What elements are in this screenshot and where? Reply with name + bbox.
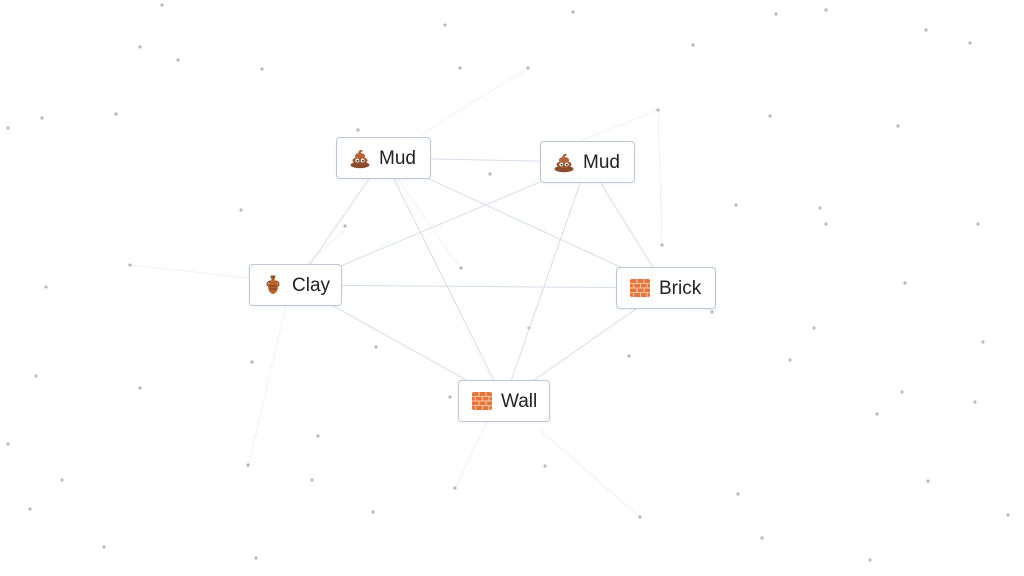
- background-dot: [926, 479, 930, 483]
- background-dot: [28, 507, 32, 511]
- background-dot: [973, 400, 977, 404]
- element-clay[interactable]: Clay: [249, 264, 342, 306]
- background-line: [564, 109, 659, 148]
- background-line: [299, 229, 346, 271]
- background-dot: [60, 478, 64, 482]
- element-wall[interactable]: Wall: [458, 380, 550, 422]
- connection-line: [295, 284, 667, 289]
- background-dot: [40, 116, 44, 120]
- background-dot: [6, 442, 10, 446]
- background-dot: [571, 10, 575, 14]
- background-dot: [371, 510, 375, 514]
- brick-icon: [471, 390, 493, 412]
- background-line: [394, 174, 461, 269]
- background-dot: [824, 222, 828, 226]
- element-brick[interactable]: Brick: [616, 267, 716, 309]
- background-dot: [1006, 513, 1010, 517]
- background-dot: [254, 556, 258, 560]
- background-dot: [543, 464, 547, 468]
- background-dot: [734, 203, 738, 207]
- background-line: [539, 429, 641, 518]
- background-dot: [660, 243, 664, 247]
- background-dot: [818, 206, 822, 210]
- background-dot: [968, 41, 972, 45]
- background-dot: [448, 395, 452, 399]
- background-dot: [736, 492, 740, 496]
- background-dot: [102, 545, 106, 549]
- background-dot: [138, 45, 142, 49]
- background-dot: [138, 386, 142, 390]
- poop-icon: [553, 151, 575, 173]
- background-dot: [310, 478, 314, 482]
- background-line: [419, 67, 529, 136]
- background-dot: [824, 8, 828, 12]
- background-dot: [459, 266, 463, 270]
- background-dot: [114, 112, 118, 116]
- background-dot: [903, 281, 907, 285]
- background-dot: [488, 172, 492, 176]
- background-dot: [458, 66, 462, 70]
- background-line: [657, 109, 663, 246]
- background-dot: [526, 66, 530, 70]
- background-dot: [656, 108, 660, 112]
- background-dot: [896, 124, 900, 128]
- background-dot: [760, 536, 764, 540]
- background-line: [129, 264, 251, 279]
- amphora-icon: [262, 274, 284, 296]
- background-dot: [976, 222, 980, 226]
- background-line: [454, 419, 489, 489]
- background-dot: [788, 358, 792, 362]
- element-label: Mud: [379, 147, 416, 169]
- poop-icon: [349, 147, 371, 169]
- element-label: Mud: [583, 151, 620, 173]
- element-label: Clay: [292, 274, 331, 296]
- background-dot: [453, 486, 457, 490]
- element-mud-1[interactable]: Mud: [336, 137, 431, 179]
- background-dot: [250, 360, 254, 364]
- background-dot: [176, 58, 180, 62]
- background-dot: [443, 23, 447, 27]
- connection-line: [295, 157, 384, 286]
- background-dot: [343, 224, 347, 228]
- background-dot: [356, 128, 360, 132]
- element-label: Wall: [501, 390, 538, 412]
- background-dot: [44, 285, 48, 289]
- background-dot: [627, 354, 631, 358]
- background-dot: [812, 326, 816, 330]
- background-dot: [710, 310, 714, 314]
- brick-icon: [629, 277, 651, 299]
- background-dot: [638, 515, 642, 519]
- background-dot: [246, 463, 250, 467]
- background-dot: [260, 67, 264, 71]
- background-dot: [924, 28, 928, 32]
- background-dot: [868, 558, 872, 562]
- background-dot: [691, 43, 695, 47]
- background-dot: [128, 263, 132, 267]
- connection-line: [383, 157, 667, 289]
- connection-line: [295, 161, 588, 286]
- background-line: [247, 304, 287, 469]
- background-dot: [374, 345, 378, 349]
- background-dot: [981, 340, 985, 344]
- background-dot: [239, 208, 243, 212]
- background-dot: [6, 126, 10, 130]
- background-dot: [875, 412, 879, 416]
- background-dot: [900, 390, 904, 394]
- background-dot: [160, 3, 164, 7]
- connection-line: [383, 157, 505, 402]
- element-label: Brick: [659, 277, 702, 299]
- element-mud-2[interactable]: Mud: [540, 141, 635, 183]
- connection-line: [503, 161, 588, 402]
- background-dot: [34, 374, 38, 378]
- background-dot: [774, 12, 778, 16]
- background-dot: [316, 434, 320, 438]
- background-dot: [768, 114, 772, 118]
